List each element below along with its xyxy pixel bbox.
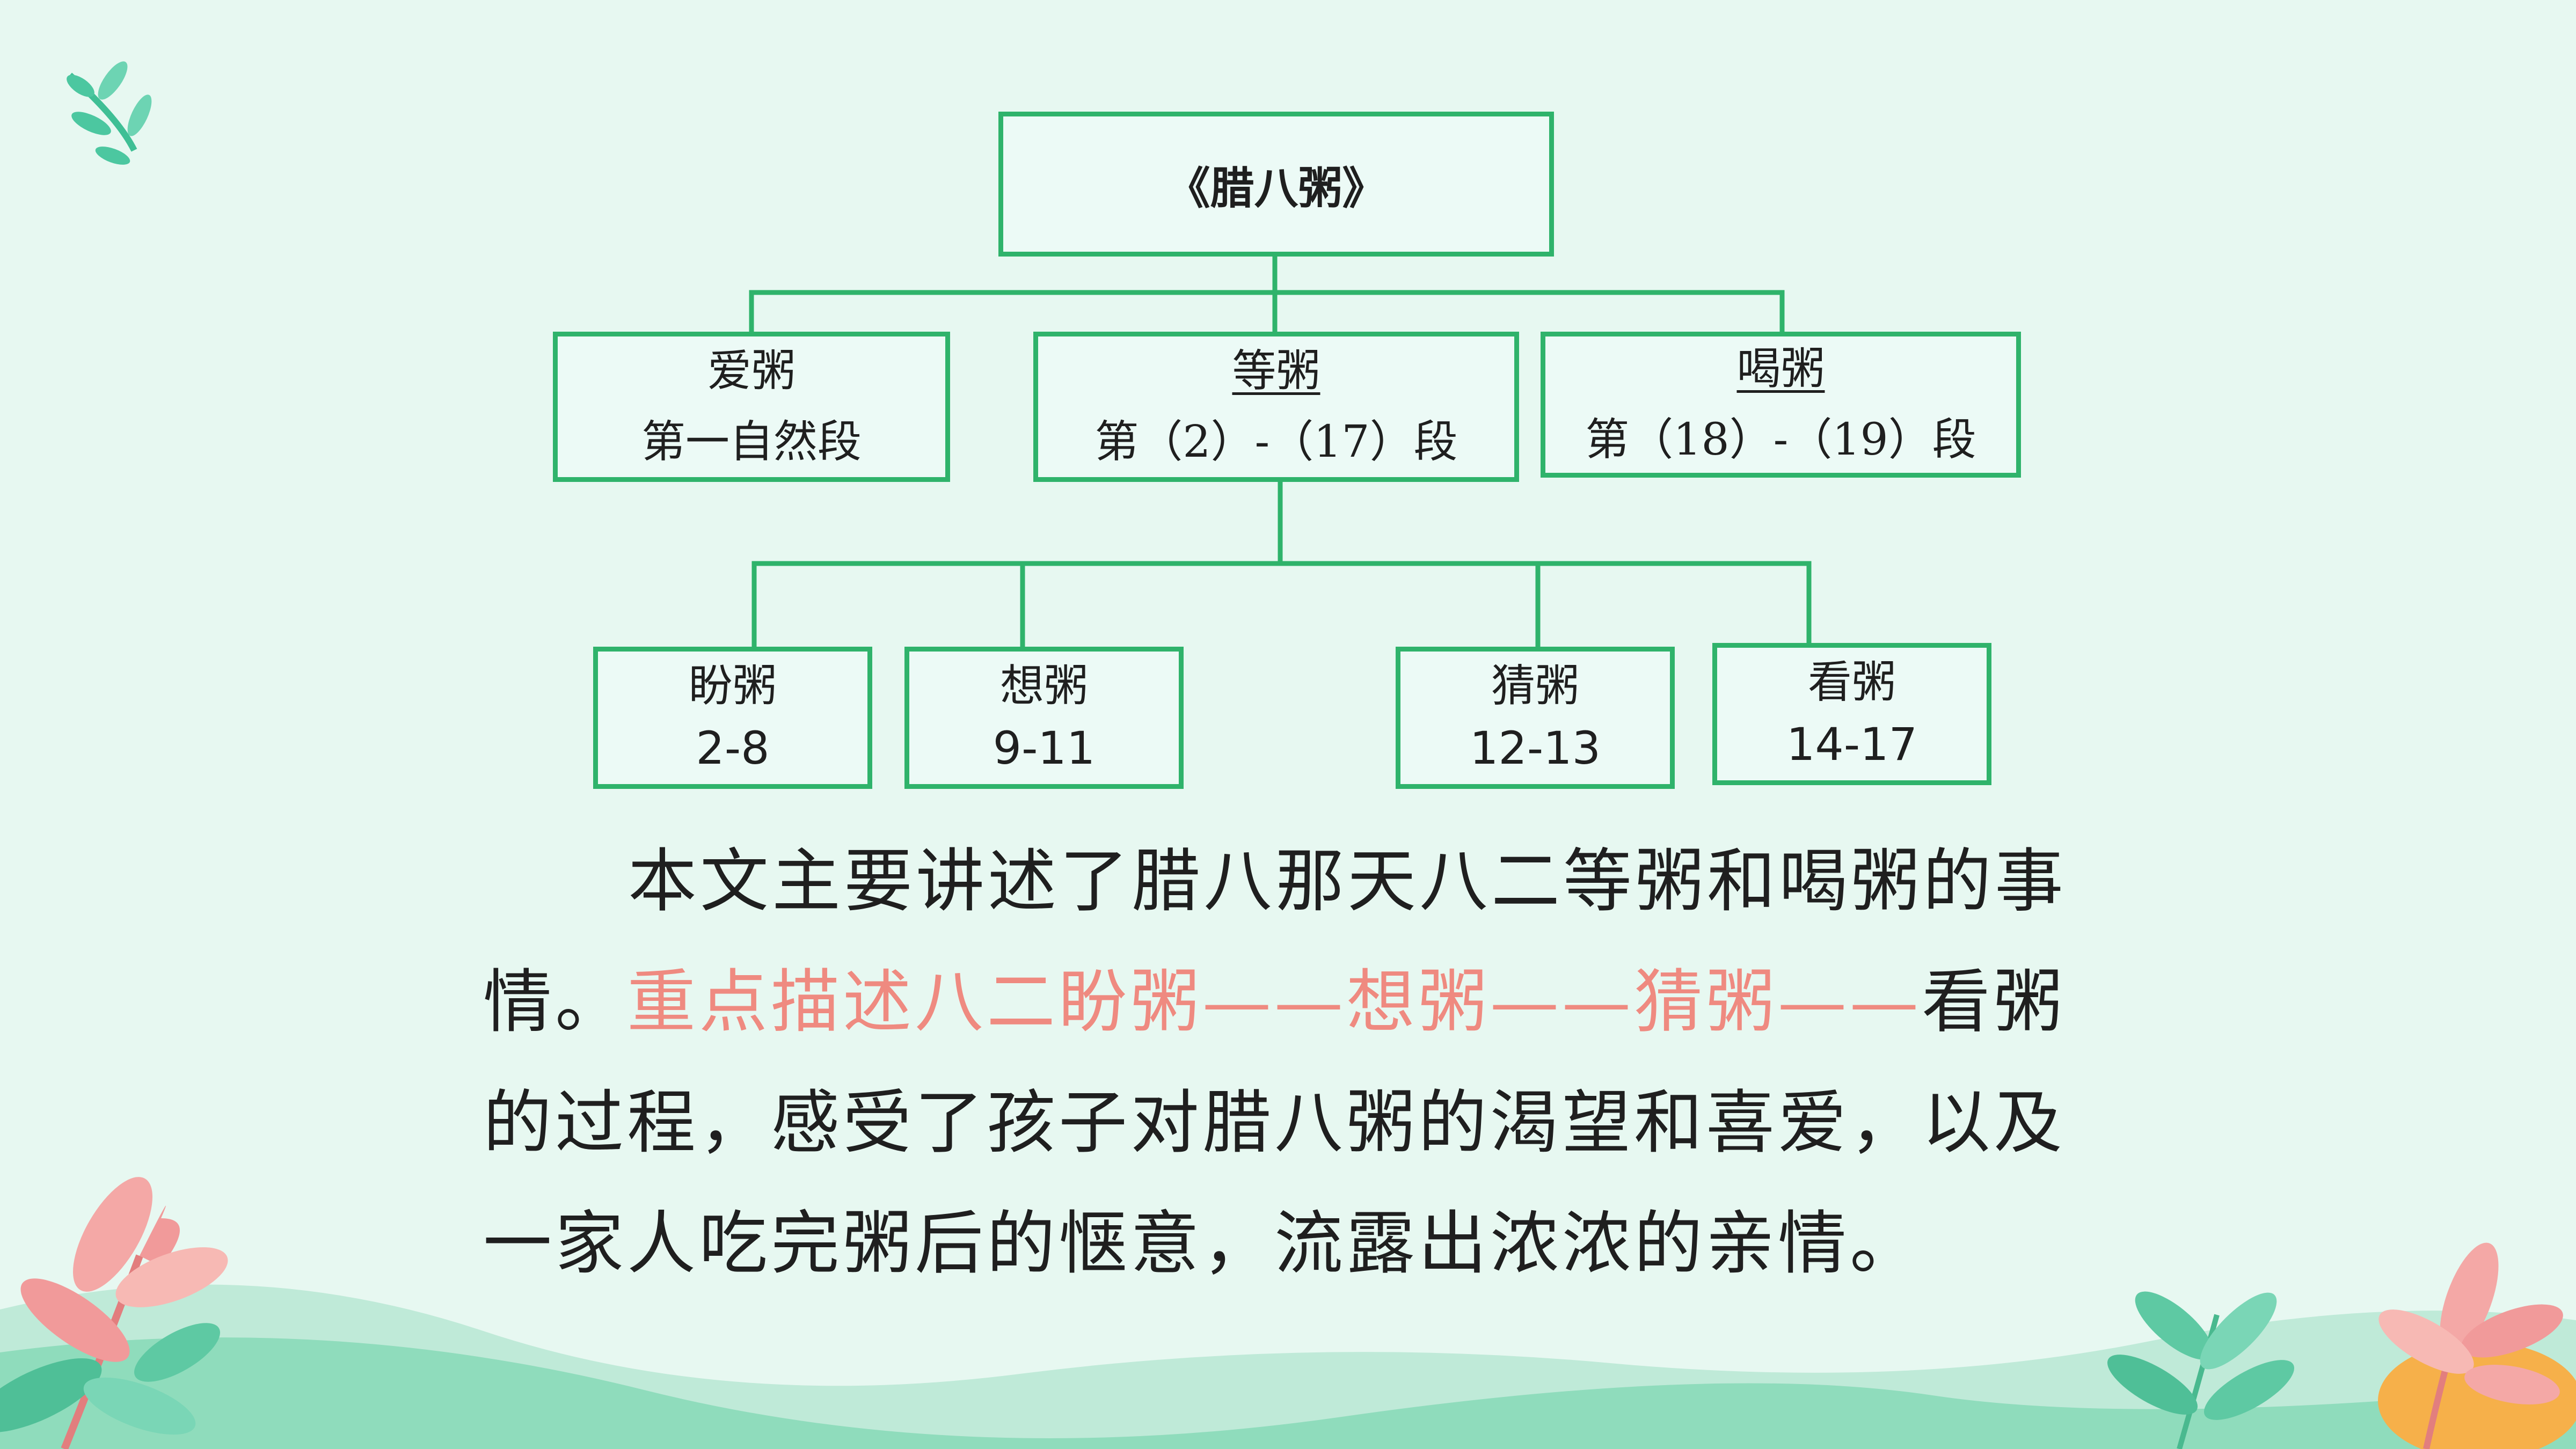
node-title: 盼粥 [688,661,777,712]
node-title: 想粥 [999,661,1088,712]
summary-paragraph: 本文主要讲述了腊八那天八二等粥和喝粥的事情。重点描述八二盼粥——想粥——猜粥——… [483,821,2077,1304]
node-cai-zhou: 猜粥 12-13 [1396,647,1675,789]
node-range: 2-8 [696,722,770,775]
node-xiang-zhou: 想粥 9-11 [904,647,1184,789]
node-range: 12-13 [1469,722,1601,775]
node-range: 9-11 [993,722,1096,775]
wave-front [0,1337,2576,1449]
root-title: 《腊八粥》 [1166,162,1386,214]
leaf-cluster-left-icon [0,1177,228,1449]
summary-highlight: 重点描述八二盼粥——想粥——猜粥—— [627,962,1922,1042]
summary-part2: 看粥的过程，感受了孩子对腊八粥的渴望和喜爱，以及一家人吃完粥后的惬意，流露出浓浓… [483,962,2066,1284]
node-title: 爱粥 [707,345,796,397]
diagram-root-node: 《腊八粥》 [998,112,1554,257]
node-he-zhou: 喝粥 第（18）-（19）段 [1541,332,2021,478]
node-title: 看粥 [1807,657,1896,708]
node-title: 喝粥 [1736,343,1825,394]
node-ai-zhou: 爱粥 第一自然段 [553,332,950,482]
node-kan-zhou: 看粥 14-17 [1712,643,1991,785]
node-title: 等粥 [1232,345,1320,397]
summary-part1: 本文主要讲述了腊八那天八二等粥和喝粥的事情。 [483,841,2067,1042]
node-title: 猜粥 [1491,661,1579,712]
node-deng-zhou: 等粥 第（2）-（17）段 [1033,332,1519,482]
node-pan-zhou: 盼粥 2-8 [593,647,872,789]
node-subtitle: 第（18）-（19）段 [1585,414,1976,465]
leaf-cluster-right-icon [2107,1242,2576,1449]
node-subtitle: 第（2）-（17）段 [1094,416,1458,467]
node-subtitle: 第一自然段 [641,416,862,467]
node-range: 14-17 [1786,718,1918,771]
sprig-icon [67,61,152,165]
